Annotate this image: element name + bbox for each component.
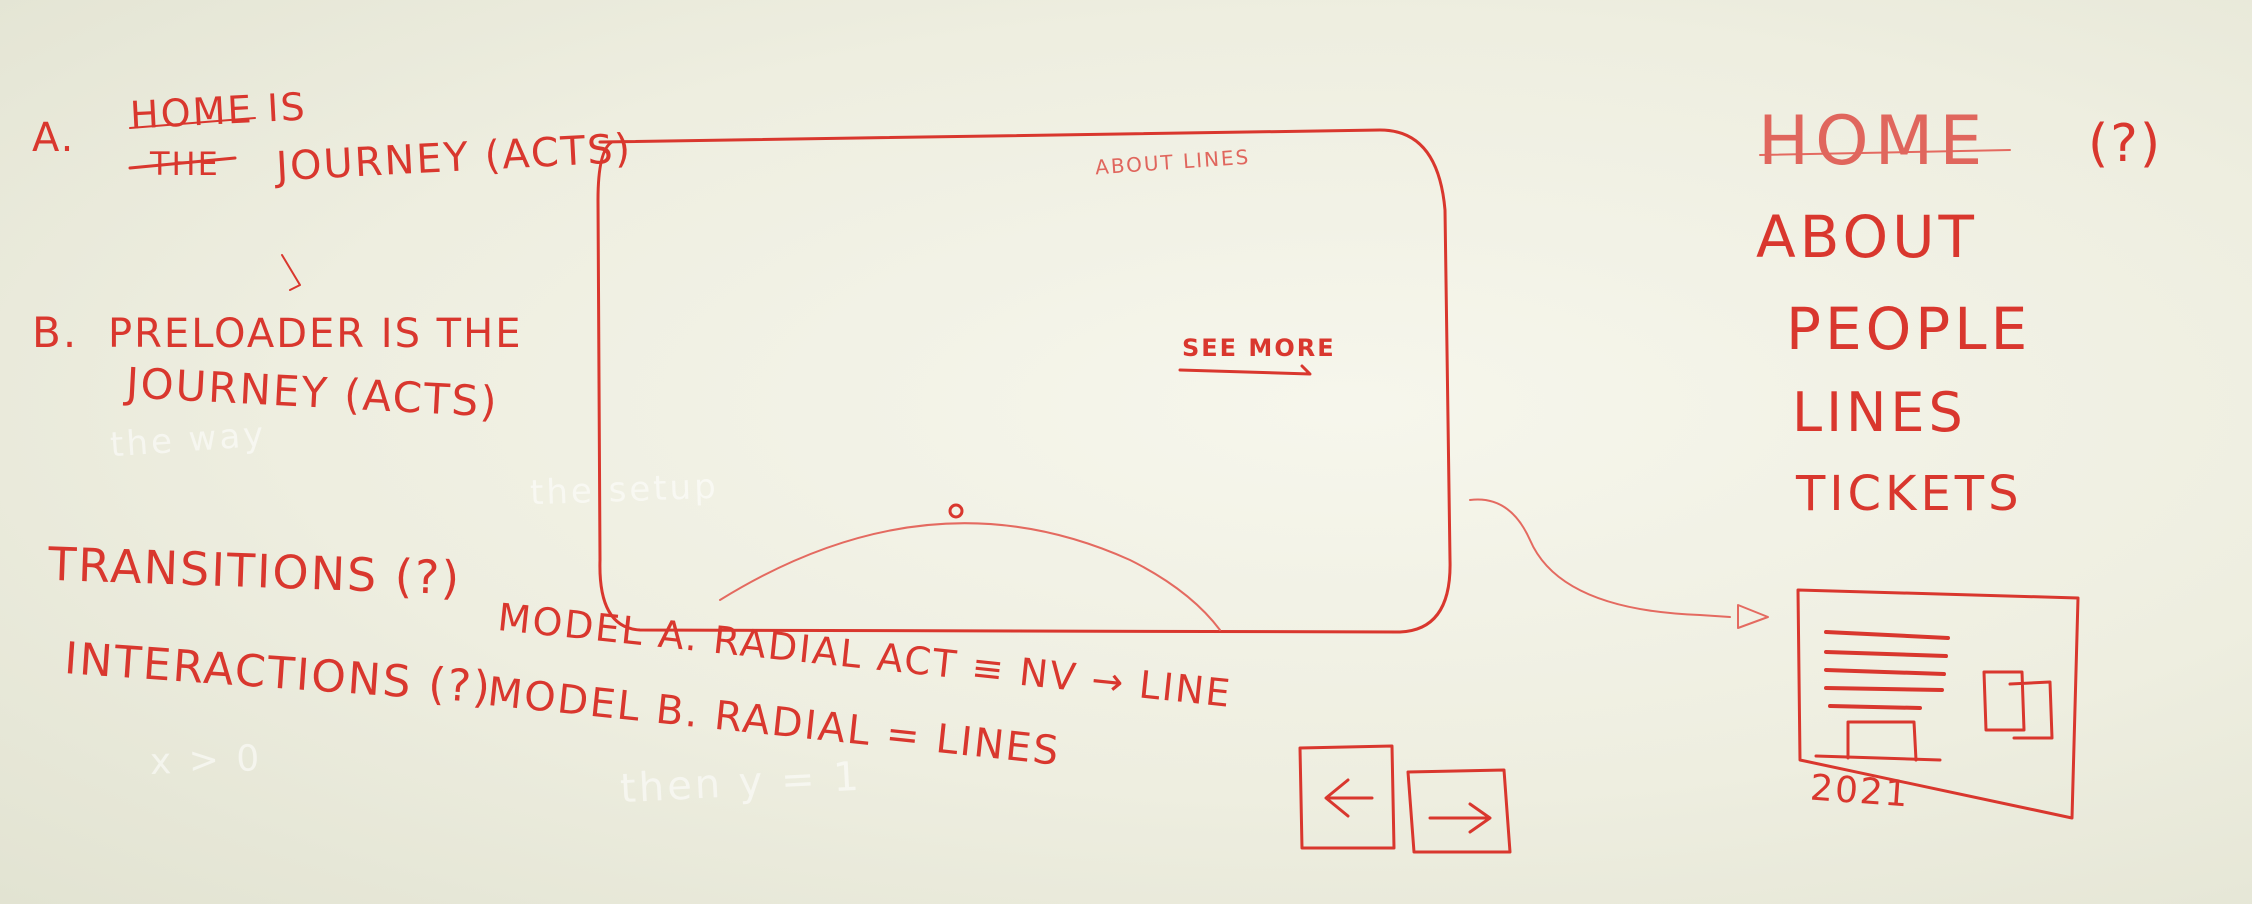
prev-arrow-button[interactable] [1300,746,1394,848]
nav-item-lines[interactable]: LINES [1792,381,1967,444]
note-a-marker: A. [32,115,76,161]
frame-to-page-arrow [1469,498,1731,618]
strike-the [128,156,237,170]
underline-home [129,117,256,129]
arrow-head [1737,604,1769,629]
note-a-struck-word: THE [150,145,220,183]
nav-item-label: HOME [1758,102,1989,181]
nav-item-suffix: (?) [2088,114,2163,174]
nav-item-people[interactable]: PEOPLE [1786,295,2032,363]
next-arrow-glyph [1428,802,1492,834]
nav-item-tickets[interactable]: TICKETS [1796,466,2023,522]
prev-arrow-glyph [1324,778,1374,818]
page-sketch-side [1982,670,2054,740]
page-sketch-lines [1824,630,1950,710]
note-b-line1: PRELOADER IS THE [108,311,523,357]
caret-mark [281,254,301,291]
radial-arc [719,522,1221,631]
note-transitions: TRANSITIONS (?) [47,536,463,606]
home-strike [1759,149,2011,156]
page-sketch-base [1814,754,1942,762]
wireframe-frame [596,128,1452,634]
arc-dot [948,503,964,519]
page-sketch-box [1846,720,1918,762]
page-sketch-frame [1796,588,2080,820]
note-b-marker: B. [32,308,79,357]
next-arrow-button[interactable] [1408,770,1508,852]
page-sketch-year: 2021 [1808,767,1911,816]
next-box [1406,768,1512,854]
nav-item-about[interactable]: ABOUT [1756,203,1978,271]
prev-box [1298,744,1396,850]
see-more-underline [1178,364,1312,376]
see-more-link[interactable]: SEE MORE [1182,334,1336,362]
nav-item-home[interactable]: HOME (?) [1758,108,2160,176]
note-a-line1: HOME IS [128,84,308,138]
